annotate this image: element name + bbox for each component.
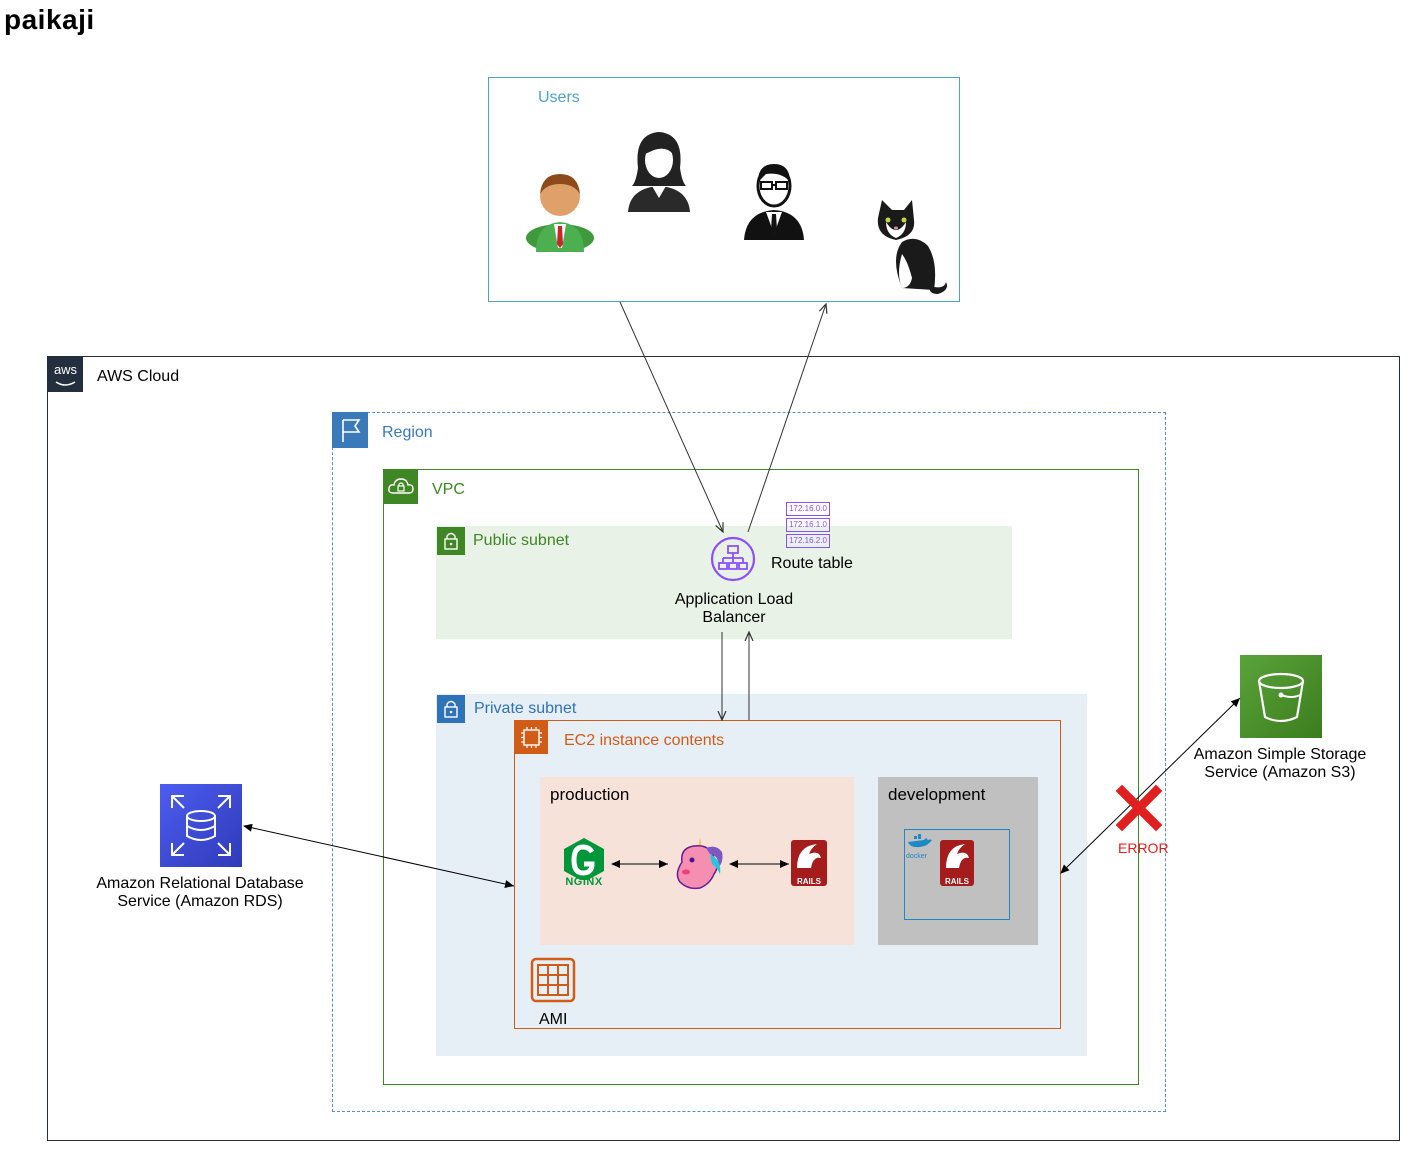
alb-label-line2: Balancer: [702, 609, 766, 626]
production-label: production: [550, 785, 630, 804]
docker-container: [904, 829, 1010, 920]
rails-dev-text: RAILS: [945, 877, 969, 886]
public-subnet-label: Public subnet: [473, 532, 570, 549]
nginx-icon: NGINX: [556, 836, 612, 892]
vpc-cloud-icon: [384, 470, 418, 504]
ec2-chip-icon: [515, 721, 548, 754]
ec2-label: EC2 instance contents: [564, 732, 725, 749]
s3-bucket-icon: [1240, 655, 1322, 738]
ec2-group: [514, 720, 1061, 1029]
cat-user-icon: [877, 200, 947, 294]
private-subnet-lock-icon: [437, 695, 465, 723]
aws-cloud-group: [47, 356, 1400, 1141]
rails-prod-icon: RAILS: [791, 840, 827, 886]
public-subnet-group: [436, 526, 1012, 639]
region-label: Region: [382, 424, 433, 441]
alb-label: Application Load Balancer: [664, 591, 804, 627]
aws-logo-text: aws: [53, 362, 78, 377]
route-table-label: Route table: [771, 555, 853, 572]
users-to-alb-arrow: [619, 301, 723, 532]
load-balancer-icon: [710, 536, 756, 582]
ec2-s3-arrow: [1060, 697, 1241, 874]
public-subnet-lock-icon: [437, 527, 465, 555]
docker-text: docker: [906, 853, 928, 860]
route-entry-1: 172.16.1.0: [786, 518, 830, 532]
s3-label-line2: Service (Amazon S3): [1204, 764, 1356, 781]
rds-ec2-arrow: [243, 823, 515, 888]
aws-cloud-label: AWS Cloud: [97, 368, 180, 385]
alb-label-line1: Application Load: [674, 591, 794, 608]
docker-icon: docker: [906, 833, 934, 860]
private-subnet-label: Private subnet: [474, 700, 577, 717]
rails-prod-text: RAILS: [797, 877, 821, 886]
woman-user-icon: [628, 132, 690, 212]
aws-logo-icon: aws: [48, 357, 83, 392]
nginx-text: NGINX: [565, 876, 603, 888]
rails-dev-icon: RAILS: [940, 840, 974, 886]
development-label: development: [888, 785, 986, 804]
route-entry-2: 172.16.2.0: [786, 534, 830, 548]
page-title: paikaji: [4, 4, 95, 35]
region-flag-icon: [332, 412, 368, 448]
rds-icon: [160, 784, 242, 867]
unicorn-icon: [676, 838, 723, 890]
rds-label-line2: Service (Amazon RDS): [117, 893, 283, 910]
aws-smile-icon: [55, 381, 76, 386]
ami-icon: [530, 957, 576, 1003]
business-user-icon: [526, 174, 594, 252]
error-label: ERROR: [1118, 840, 1169, 856]
route-table-icon: 172.16.0.0 172.16.1.0 172.16.2.0: [786, 502, 830, 548]
man-user-icon: [744, 164, 804, 240]
error-x-icon: [1115, 784, 1163, 832]
users-label: Users: [538, 89, 580, 106]
ami-label: AMI: [539, 1011, 568, 1028]
vpc-label: VPC: [432, 481, 465, 498]
alb-to-users-arrow: [747, 304, 826, 533]
route-entry-0: 172.16.0.0: [786, 502, 830, 516]
users-group: [488, 77, 960, 302]
